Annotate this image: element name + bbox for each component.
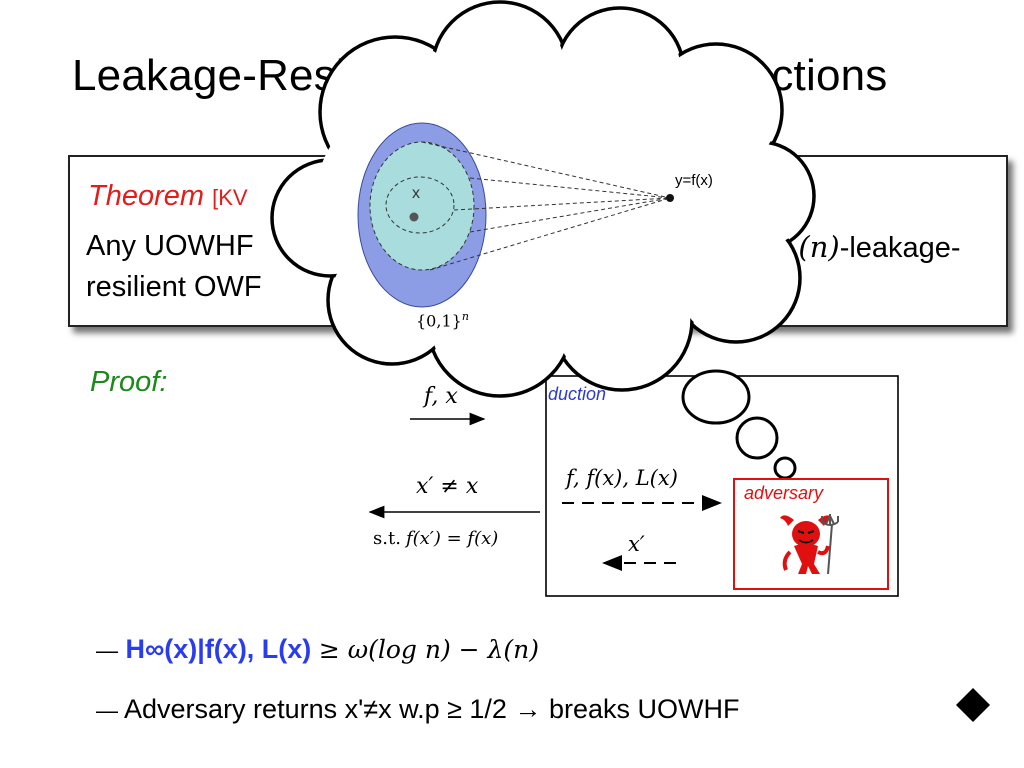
thought-bubble-large xyxy=(681,369,751,425)
entropy-expression: H∞(x)|f(x), L(x) xyxy=(125,634,312,664)
bullet-dash: — xyxy=(96,638,118,663)
slide-title: Leakage-Resili xyxy=(72,48,366,104)
preimage-ellipse xyxy=(385,176,455,234)
bullet-dash-2: — xyxy=(96,698,118,723)
adversary-label: adversary xyxy=(744,483,824,503)
point-x xyxy=(409,212,419,222)
devil-icon xyxy=(780,513,839,575)
proof-label: Proof: xyxy=(90,366,168,398)
arrow-f-x-label: f, x xyxy=(424,384,458,409)
cloud-x-label: x xyxy=(412,185,420,202)
domain-label: {0,1}n xyxy=(416,310,469,330)
qed-diamond-icon xyxy=(956,688,990,722)
x-prime-neq-x-label: x′ ≠ x xyxy=(416,474,479,499)
entropy-bound: ≥ ω(log n) − λ(n) xyxy=(318,635,540,664)
slide-title-left: Leakage-Resili xyxy=(72,51,366,100)
reduction-label: duction xyxy=(548,384,607,404)
mapping-lines xyxy=(421,141,671,271)
domain-exponent: n xyxy=(461,310,469,323)
bullet-adversary: — Adversary returns x'≠x w.p ≥ 1/2 → bre… xyxy=(96,694,739,725)
st-math: f(x′) = f(x) xyxy=(405,528,499,549)
domain-set: {0,1} xyxy=(416,311,462,331)
domain-ellipse-inner xyxy=(369,141,475,271)
adversary-returns-text: Adversary returns x'≠x w.p ≥ 1/2 → break… xyxy=(124,694,740,724)
from-adversary-label: x′ xyxy=(628,532,645,556)
bullet-entropy: — H∞(x)|f(x), L(x) ≥ ω(log n) − λ(n) xyxy=(96,634,539,665)
theorem-line2: resilient OWF xyxy=(86,271,262,303)
thought-bubble-medium xyxy=(735,416,779,460)
such-that-label: s.t. f(x′) = f(x) xyxy=(373,528,498,549)
cloud-shape xyxy=(270,0,816,398)
theorem-label: Theorem xyxy=(88,180,205,212)
point-y xyxy=(666,194,674,202)
theorem-citation: [KV xyxy=(212,185,248,210)
cloud-y-label: y=f(x) xyxy=(675,172,713,189)
theorem-line1-left: Any UOWHF xyxy=(86,230,254,262)
theorem-heading: Theorem [KV xyxy=(88,180,248,213)
theorem-leakage-text: -leakage- xyxy=(839,232,961,264)
adversary-box xyxy=(733,478,889,590)
to-adversary-label: f, f(x), L(x) xyxy=(566,466,678,490)
st-prefix: s.t. xyxy=(373,528,401,549)
